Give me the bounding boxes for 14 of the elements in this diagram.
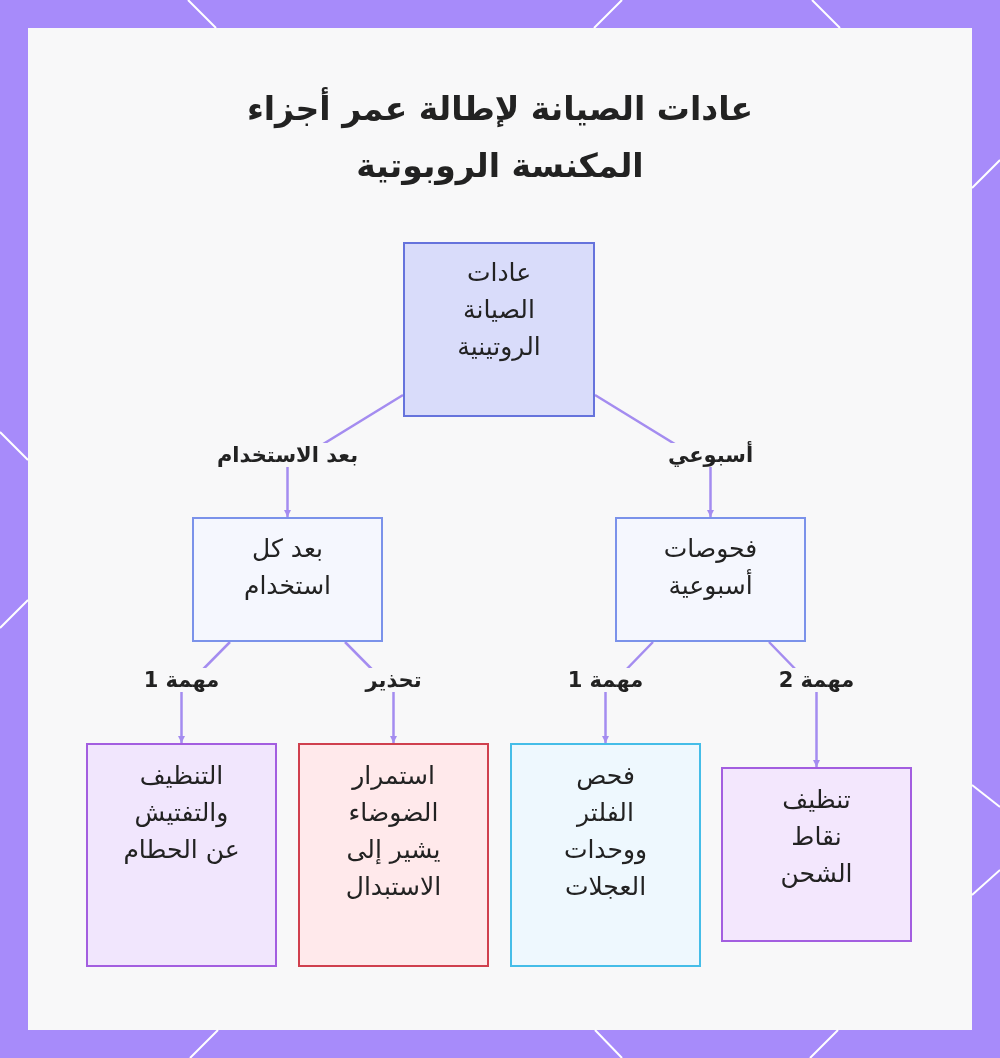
edge-label: مهمة 1 bbox=[567, 668, 644, 692]
process-box: بعد كل استخدام bbox=[192, 517, 383, 642]
title: عادات الصيانة لإطالة عمر أجزاء المكنسة الروبوتية bbox=[245, 86, 755, 188]
edge-label: مهمة 1 bbox=[143, 668, 220, 692]
process-box: فحوصات أسبوعية bbox=[615, 517, 806, 642]
process-box: عادات الصيانة الروتينية bbox=[403, 242, 595, 417]
edge-label: مهمة 2 bbox=[778, 668, 855, 692]
edge-label: بعد الاستخدام bbox=[216, 443, 359, 467]
process-box: تنظيف نقاط الشحن bbox=[721, 767, 912, 942]
edge-label: أسبوعي bbox=[667, 443, 754, 467]
process-box: فحص الفلتر ووحدات العجلات bbox=[510, 743, 701, 967]
process-box: التنظيف والتفتيش عن الحطام bbox=[86, 743, 277, 967]
edge-label: تحذير bbox=[365, 668, 422, 692]
process-box: استمرار الضوضاء يشير إلى الاستبدال bbox=[298, 743, 489, 967]
